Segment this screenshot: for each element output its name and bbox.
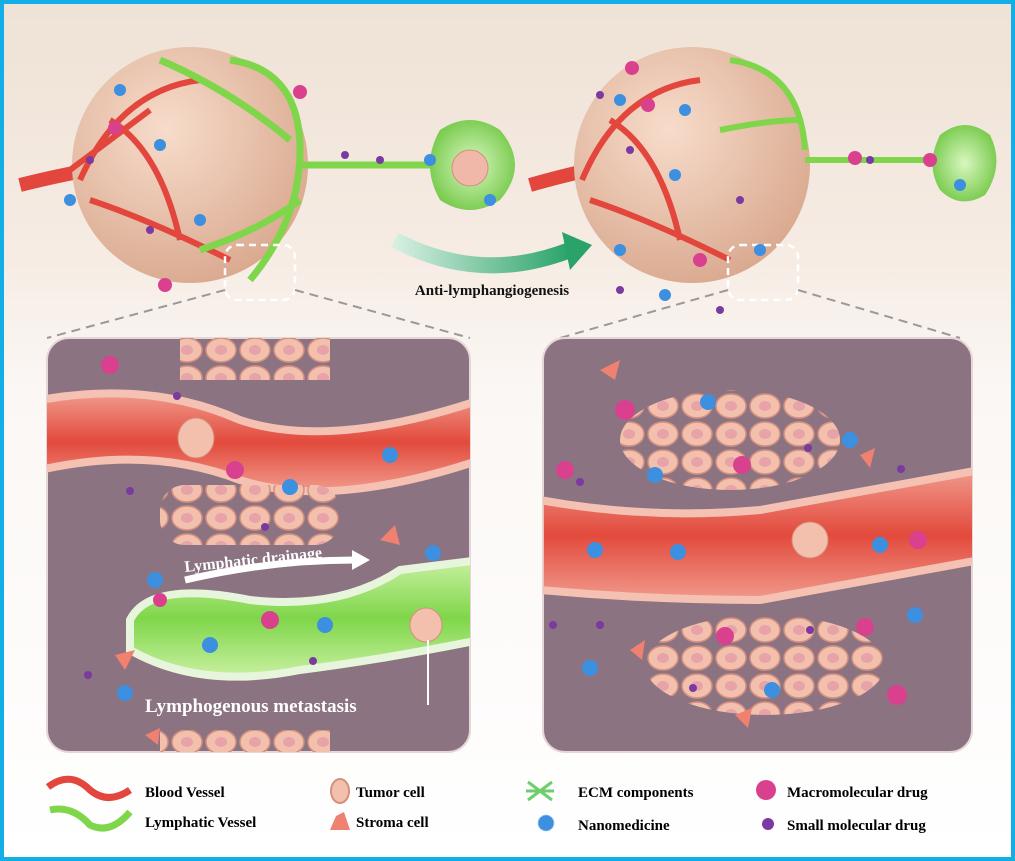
- tumor-cluster: [160, 730, 330, 752]
- legend-tumor-cell: Tumor cell: [356, 785, 425, 801]
- projection-lines: [46, 289, 961, 339]
- legend-lymphatic-vessel: Lymphatic Vessel: [145, 815, 256, 831]
- legend-small-molecular-drug: Small molecular drug: [787, 818, 926, 834]
- macromolecular-drug-legend-icon: [756, 780, 776, 800]
- tumor-cell: [409, 607, 443, 643]
- tumor-after: [528, 47, 997, 314]
- left-detail-panel: Lymphatic drainage Lymphogenous metastas…: [46, 337, 471, 753]
- drainage-arrow: [184, 556, 356, 584]
- blood-vessel-legend-icon: [45, 775, 132, 801]
- zoom-region-box: [223, 243, 297, 302]
- arrow-head-icon: [562, 232, 592, 270]
- metastasis-label: Lymphogenous metastasis: [145, 696, 357, 717]
- legend-nanomedicine: Nanomedicine: [578, 818, 670, 834]
- tumor-cluster: [620, 390, 840, 490]
- zoom-region-box: [726, 243, 800, 302]
- lymph-node: [932, 125, 997, 202]
- legend-blood-vessel: Blood Vessel: [145, 785, 225, 801]
- blood-vessel: [47, 389, 470, 496]
- tumor-before: [18, 47, 515, 302]
- ecm-legend-icon: [526, 780, 554, 802]
- legend-ecm: ECM components: [578, 785, 694, 801]
- tumor-cell-legend-icon: [330, 778, 350, 804]
- arrow-label: Anti-lymphangiogenesis: [415, 283, 569, 299]
- tumor-cluster: [645, 615, 885, 715]
- lymphatic-vessel-legend-icon: [49, 805, 133, 832]
- legend-macromolecular-drug: Macromolecular drug: [787, 785, 928, 801]
- lymphatic-vessels: [158, 56, 440, 283]
- tumor-cluster: [160, 485, 340, 545]
- legend-stroma-cell: Stroma cell: [356, 815, 429, 831]
- tumor-cell: [791, 521, 829, 559]
- blood-vessel: [543, 465, 972, 605]
- small-molecular-drug-legend-icon: [762, 818, 774, 830]
- transition-arrow: [391, 232, 573, 274]
- right-detail-panel: [542, 337, 973, 753]
- nanomedicine-legend-icon: [537, 814, 555, 832]
- tumor-cell: [177, 417, 215, 459]
- metastatic-tumor-cells: [451, 149, 489, 187]
- tumor-cluster: [180, 338, 330, 380]
- blood-vessels: [579, 77, 732, 263]
- blood-vessels: [68, 77, 232, 263]
- stroma-cell-legend-icon: [330, 812, 350, 830]
- legend: Blood Vessel Lymphatic Vessel Tumor cell…: [45, 775, 928, 834]
